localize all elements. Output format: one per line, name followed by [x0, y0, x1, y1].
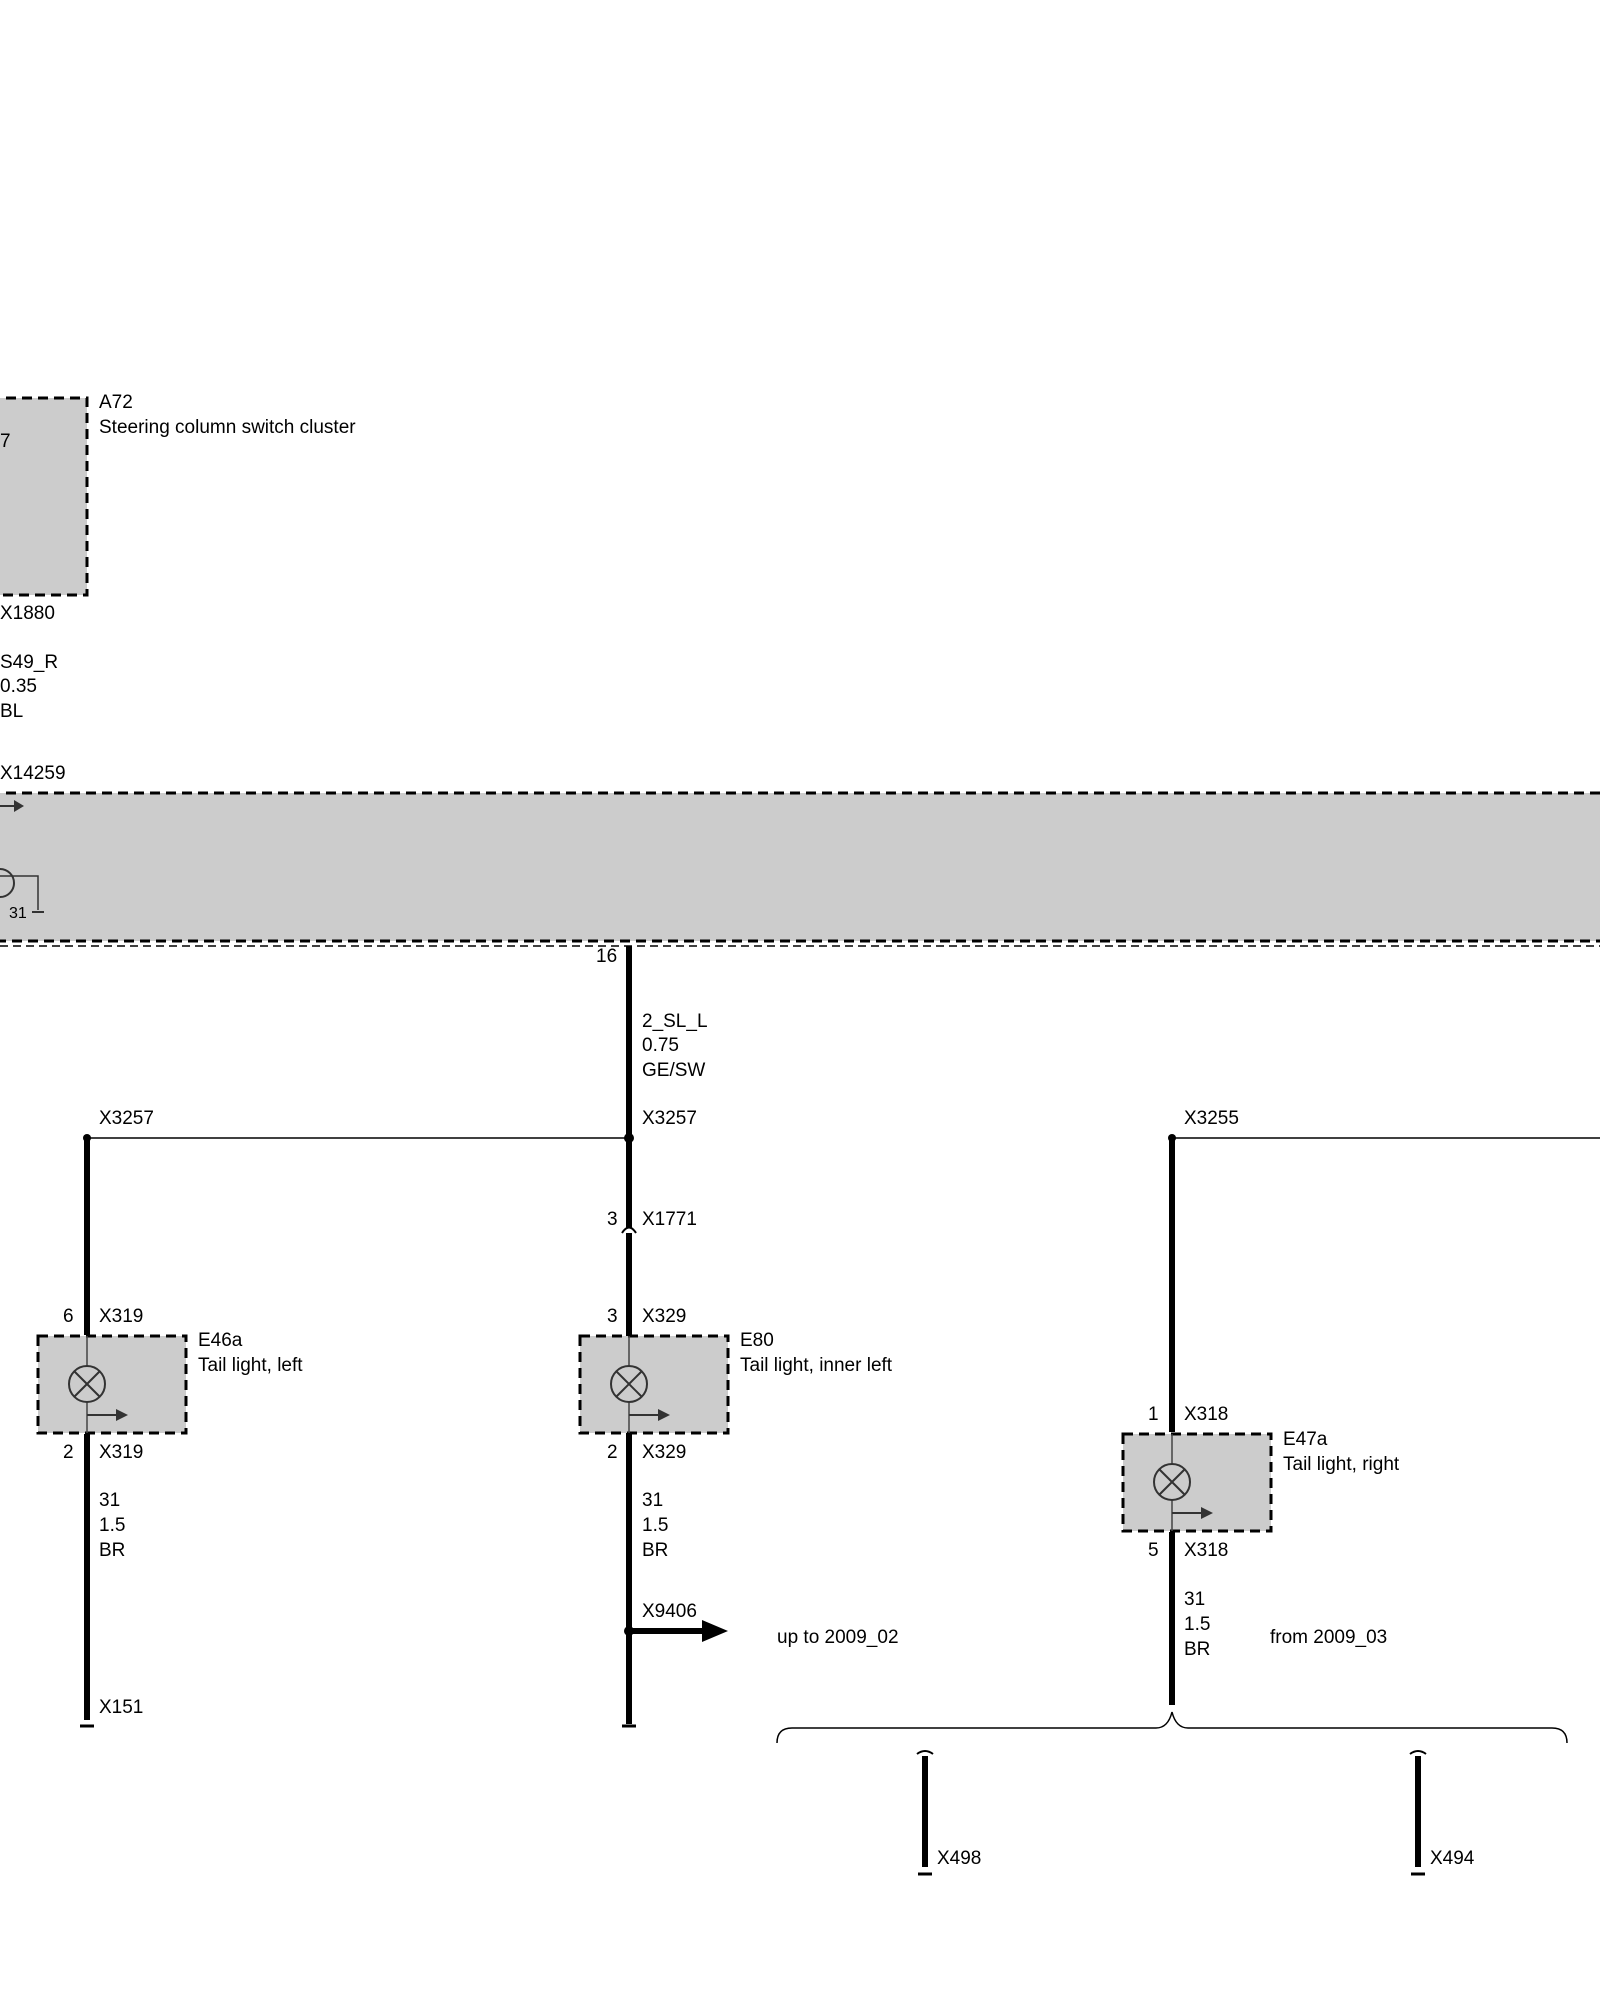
module-pin-16: 16: [596, 946, 617, 967]
e80-code: E80: [740, 1330, 774, 1351]
wire-gnd-left-color: BR: [99, 1540, 125, 1561]
x319-bot-label: X319: [99, 1442, 143, 1463]
bulb-icon-cross-b: [1158, 1468, 1186, 1496]
x1771-icon: [621, 1226, 637, 1234]
e46a-box: [36, 1334, 188, 1435]
x319-bot-pin: 2: [63, 1442, 74, 1463]
e80-component[interactable]: 3 X329 E80 Tail light, inner left 2 X329…: [578, 1306, 893, 1728]
bulb-icon-cross-b: [73, 1370, 101, 1398]
connector-x3257-mid: X3257: [642, 1108, 697, 1129]
module-lamp-icon: [0, 868, 15, 898]
x329-bot-pin: 2: [607, 1442, 618, 1463]
wire-s49r-color: BL: [0, 701, 23, 722]
arrow-right-icon: [116, 1409, 128, 1421]
wire-s49r: S49_R 0.35 BL: [0, 652, 58, 722]
wire-gnd-right-gauge: 1.5: [1184, 1614, 1210, 1635]
e46a-code: E46a: [198, 1330, 243, 1351]
wire-sl-color: GE/SW: [642, 1060, 705, 1081]
connector-x498: X498: [937, 1848, 981, 1869]
arrow-right-icon: [1201, 1507, 1213, 1519]
splice-dot-mid: [624, 1133, 634, 1143]
a72-box: [0, 396, 89, 597]
module-ground-label: 31: [9, 905, 27, 922]
e46a-component[interactable]: 6 X319 E46a Tail light, left 2 X319 31 1…: [36, 1138, 303, 1728]
x1771-label: X1771: [642, 1209, 697, 1230]
x318-bot-pin: 5: [1148, 1540, 1159, 1561]
x318-top-label: X318: [1184, 1404, 1228, 1425]
wire-s49r-signal: S49_R: [0, 652, 58, 673]
wire-gnd-left-gauge: 1.5: [99, 1515, 125, 1536]
x329-bot-label: X329: [642, 1442, 686, 1463]
x329-top-pin: 3: [607, 1306, 618, 1327]
a72-code: A72: [99, 392, 133, 413]
connector-x498-group[interactable]: X498: [916, 1750, 981, 1876]
wire-gnd-left-signal: 31: [99, 1490, 120, 1511]
connector-x494: X494: [1430, 1848, 1475, 1869]
wire-gnd-inner-gauge: 1.5: [642, 1515, 668, 1536]
variant-up-to: up to 2009_02: [777, 1627, 899, 1648]
wire-gnd-right-signal: 31: [1184, 1589, 1205, 1610]
arrow-right-icon: [658, 1409, 670, 1421]
connector-x3257-left: X3257: [99, 1108, 154, 1129]
wire-gnd-inner-color: BR: [642, 1540, 668, 1561]
connector-x3255: X3255: [1184, 1108, 1239, 1129]
x1771-pin: 3: [607, 1209, 618, 1230]
x494-break-icon: [1409, 1750, 1427, 1755]
wire-s49r-gauge: 0.35: [0, 676, 37, 697]
arrow-right-icon: [702, 1620, 728, 1642]
x318-bot-label: X318: [1184, 1540, 1228, 1561]
e80-name: Tail light, inner left: [740, 1355, 893, 1376]
a72-name: Steering column switch cluster: [99, 417, 356, 438]
x318-top-pin: 1: [1148, 1404, 1159, 1425]
x329-top-label: X329: [642, 1306, 686, 1327]
bulb-icon-cross-b: [615, 1370, 643, 1398]
wire-sl-gauge: 0.75: [642, 1035, 679, 1056]
x319-top-pin: 6: [63, 1306, 74, 1327]
e47a-code: E47a: [1283, 1429, 1328, 1450]
a72-connector: X1880: [0, 603, 55, 624]
connector-x1771: 3 X1771: [607, 1209, 697, 1234]
module-box: [0, 791, 1600, 943]
wire-gnd-right-color: BR: [1184, 1639, 1210, 1660]
module-ground-wire: [0, 875, 39, 910]
x9406-reference[interactable]: X9406: [624, 1601, 728, 1642]
x498-break-icon: [916, 1750, 934, 1755]
a72-pin: 7: [0, 431, 11, 452]
connector-x494-group[interactable]: X494: [1409, 1750, 1475, 1876]
e80-box: [578, 1334, 730, 1435]
a72-component[interactable]: 7 A72 Steering column switch cluster X18…: [0, 392, 356, 624]
wire-gnd-inner-signal: 31: [642, 1490, 663, 1511]
module-connector: X14259: [0, 763, 66, 784]
variant-brace: [776, 1711, 1568, 1744]
e47a-name: Tail light, right: [1283, 1454, 1400, 1475]
variant-from: from 2009_03: [1270, 1627, 1387, 1648]
connector-x151: X151: [99, 1697, 143, 1718]
e47a-component[interactable]: 1 X318 E47a Tail light, right 5 X318 31 …: [1121, 1138, 1400, 1705]
x319-top-label: X319: [99, 1306, 143, 1327]
e46a-name: Tail light, left: [198, 1355, 303, 1376]
control-module[interactable]: X14259 31 16: [0, 763, 1600, 967]
module-arrow-icon: [14, 800, 24, 812]
connector-x9406: X9406: [642, 1601, 697, 1622]
wire-sl-signal: 2_SL_L: [642, 1011, 708, 1032]
e47a-box: [1121, 1432, 1273, 1533]
